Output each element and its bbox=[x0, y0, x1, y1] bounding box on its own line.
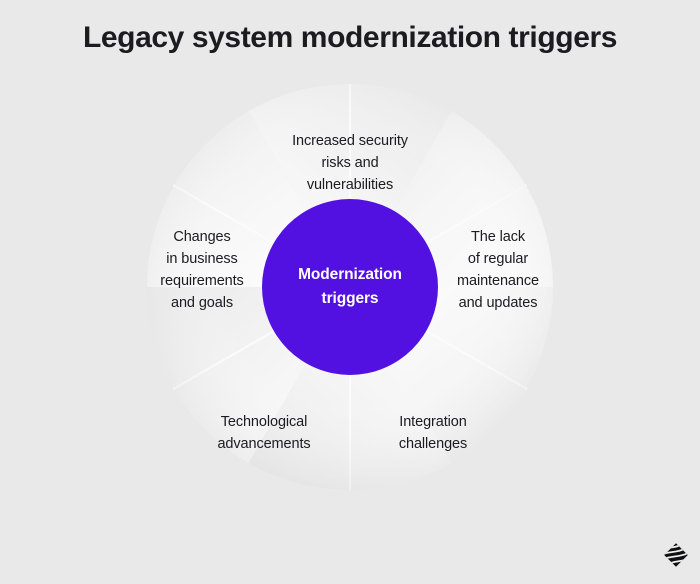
modernization-triggers-wheel: Modernization triggers Increased securit… bbox=[147, 84, 553, 490]
label-integration-challenges: Integration challenges bbox=[398, 413, 468, 452]
label-increased-security-risks: Increased security risks and vulnerabili… bbox=[292, 132, 408, 194]
wheel-hub-label: Modernization triggers bbox=[298, 265, 402, 307]
label-technological-advancements: Technological advancements bbox=[217, 413, 311, 452]
label-lack-of-regular-maintenance: The lack of regular maintenance and upda… bbox=[457, 228, 539, 312]
wheel-hub[interactable]: Modernization triggers bbox=[262, 199, 438, 375]
brand-logo-icon bbox=[664, 543, 688, 567]
label-changes-in-business-requirements: Changes in business requirements and goa… bbox=[160, 228, 244, 312]
page-title: Legacy system modernization triggers bbox=[82, 21, 618, 54]
